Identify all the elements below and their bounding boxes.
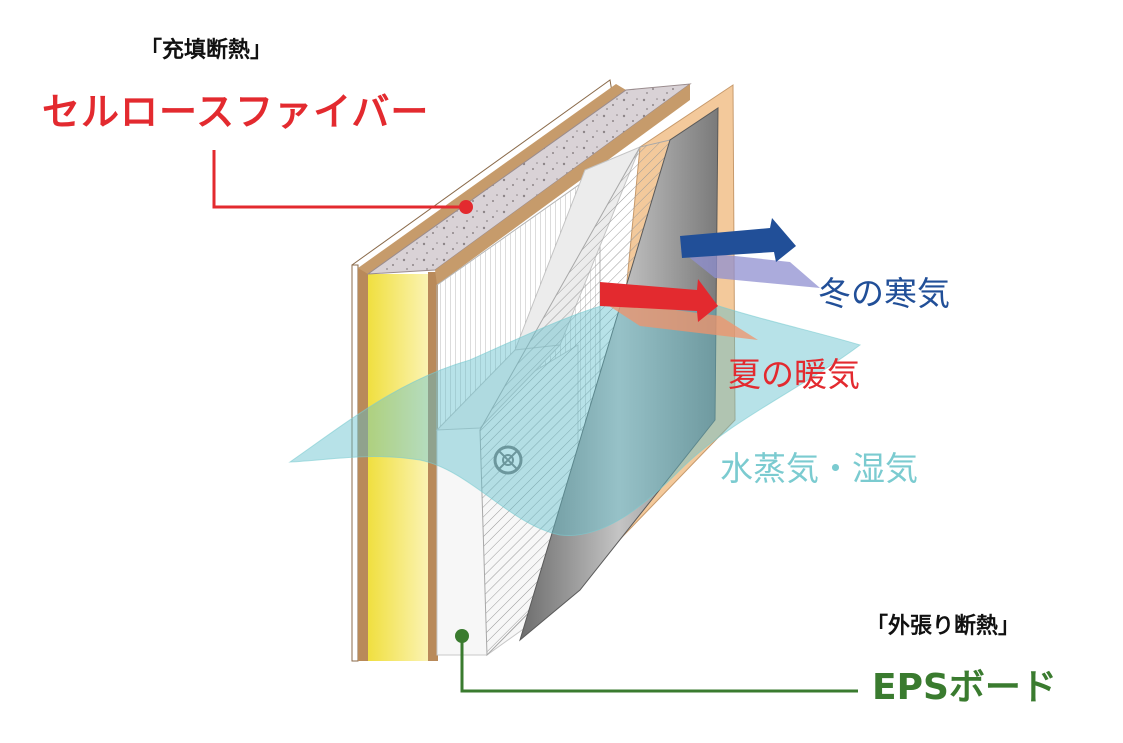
summer-arrow-icon: [600, 279, 718, 322]
vapor-humidity-label: 水蒸気・湿気: [720, 449, 918, 488]
cellulose-fiber-label: セルロースファイバー: [42, 90, 430, 134]
anchor-screw-icon: [493, 445, 523, 475]
summer-heat-label: 夏の暖気: [728, 355, 860, 394]
exterior-insulation-title: 「外張り断熱」: [866, 614, 1021, 639]
summer-arrow-trail: [600, 300, 758, 340]
cellulose-leader-line: [212, 150, 463, 209]
eps-leader-dot: [455, 629, 469, 643]
winter-cold-label: 冬の寒気: [818, 274, 950, 313]
stud-left-top: [358, 84, 626, 274]
eps-leader-line: [460, 636, 858, 693]
eps-board-label: EPSボード: [872, 667, 1057, 708]
vapor-wave: [288, 294, 862, 537]
winter-arrow-icon: [680, 218, 796, 262]
top-plate: [435, 84, 690, 285]
fill-insulation-title: 「充填断熱」: [140, 38, 273, 63]
stud-left: [358, 268, 368, 661]
winter-arrow-trail: [680, 250, 820, 288]
cellulose-leader-dot: [459, 200, 473, 214]
stud-right: [428, 272, 438, 661]
yellow-wall-face: [368, 274, 430, 661]
interior-board-edge: [351, 264, 359, 662]
